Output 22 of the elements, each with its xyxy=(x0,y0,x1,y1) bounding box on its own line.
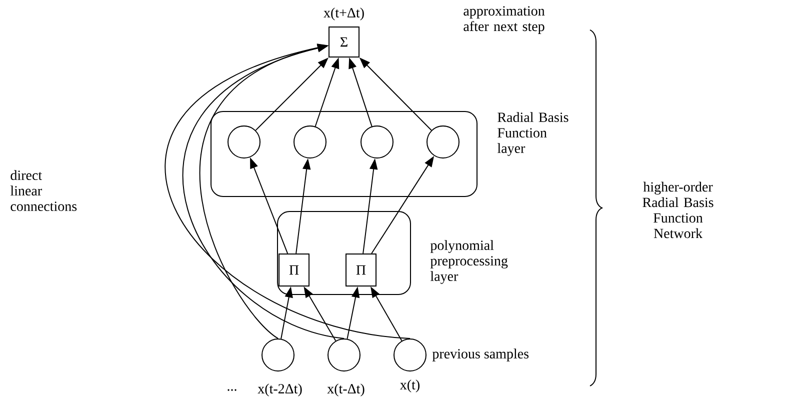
curved-arrow xyxy=(166,44,410,339)
curved-arrow xyxy=(182,44,344,339)
sample-label: x(t-2Δt) xyxy=(258,384,302,396)
neuron-circle xyxy=(328,338,360,372)
layer-label: approximation after next step xyxy=(464,6,545,34)
ellipsis: ... xyxy=(228,389,236,391)
sample-label: x(t+Δt) xyxy=(324,8,364,20)
sample-label: x(t-Δt) xyxy=(327,384,364,396)
layer-label: polynomial preprocessing layer xyxy=(430,240,508,284)
sample-label: x(t) xyxy=(400,380,420,392)
operator-box: Π xyxy=(278,254,310,286)
neuron-circle xyxy=(360,126,394,158)
neuron-circle xyxy=(294,126,326,158)
operator-box: Σ xyxy=(328,26,360,58)
connections-label: direct linear connections xyxy=(10,170,77,212)
neuron-circle xyxy=(262,338,294,372)
neuron-circle xyxy=(228,126,260,158)
layer-label: Radial Basis Function layer xyxy=(498,112,568,156)
neuron-circle xyxy=(426,126,460,158)
operator-box: Π xyxy=(346,254,376,286)
neuron-circle xyxy=(394,338,426,372)
network-label: higher-order Radial Basis Function Network xyxy=(642,182,714,238)
